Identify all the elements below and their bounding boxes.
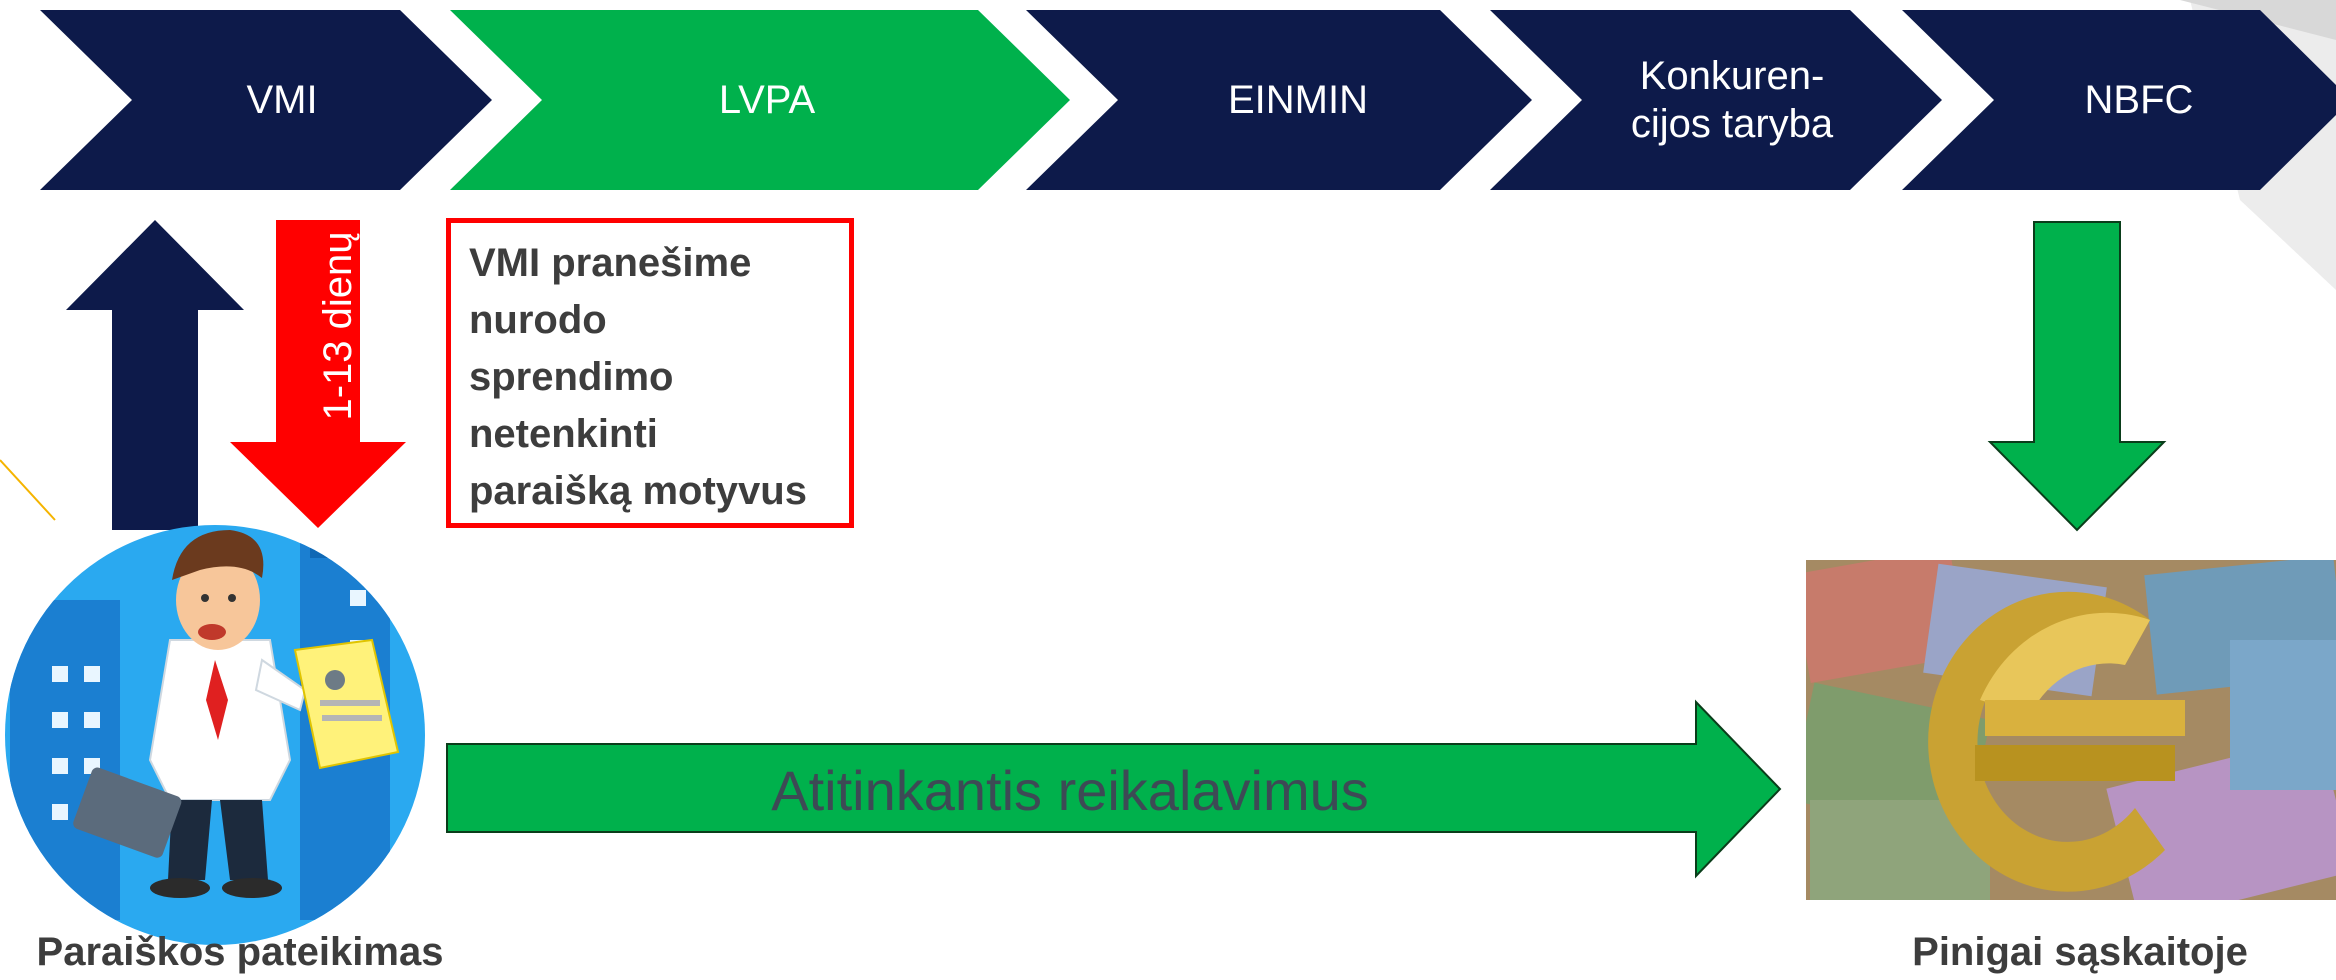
stage-nbfc-chevron (1902, 10, 2336, 190)
payout-down-arrow (1987, 221, 2167, 532)
stage-label-konkurencijos: Konkuren- cijos taryba (1630, 54, 1834, 146)
stage-einmin-chevron (1026, 10, 1532, 190)
businessman-illustration (5, 525, 425, 945)
decor-line (0, 459, 56, 521)
stage-label-vmi: VMI (246, 78, 318, 122)
stage-label-lvpa: LVPA (718, 78, 816, 122)
rejection-note: VMI pranešime nurodo sprendimo netenkint… (446, 218, 854, 528)
submit-up-arrow (66, 220, 244, 530)
approval-label: Atitinkantis reikalavimus (771, 758, 1369, 822)
stage-label-nbfc: NBFC (2084, 78, 2194, 122)
stage-label-einmin: EINMIN (1228, 78, 1368, 122)
stage-konkurencijos-chevron (1490, 10, 1942, 190)
stage-lvpa-chevron (450, 10, 1070, 190)
rejection-down-arrow (230, 220, 406, 528)
approval-right-arrow (446, 699, 1782, 879)
euro-money-image (1806, 560, 2336, 900)
days-label: 1-13 dienų (316, 231, 360, 421)
caption-submission: Paraiškos pateikimas (36, 930, 444, 974)
caption-money: Pinigai sąskaitoje (1912, 930, 2248, 974)
stage-vmi-chevron (40, 10, 492, 190)
